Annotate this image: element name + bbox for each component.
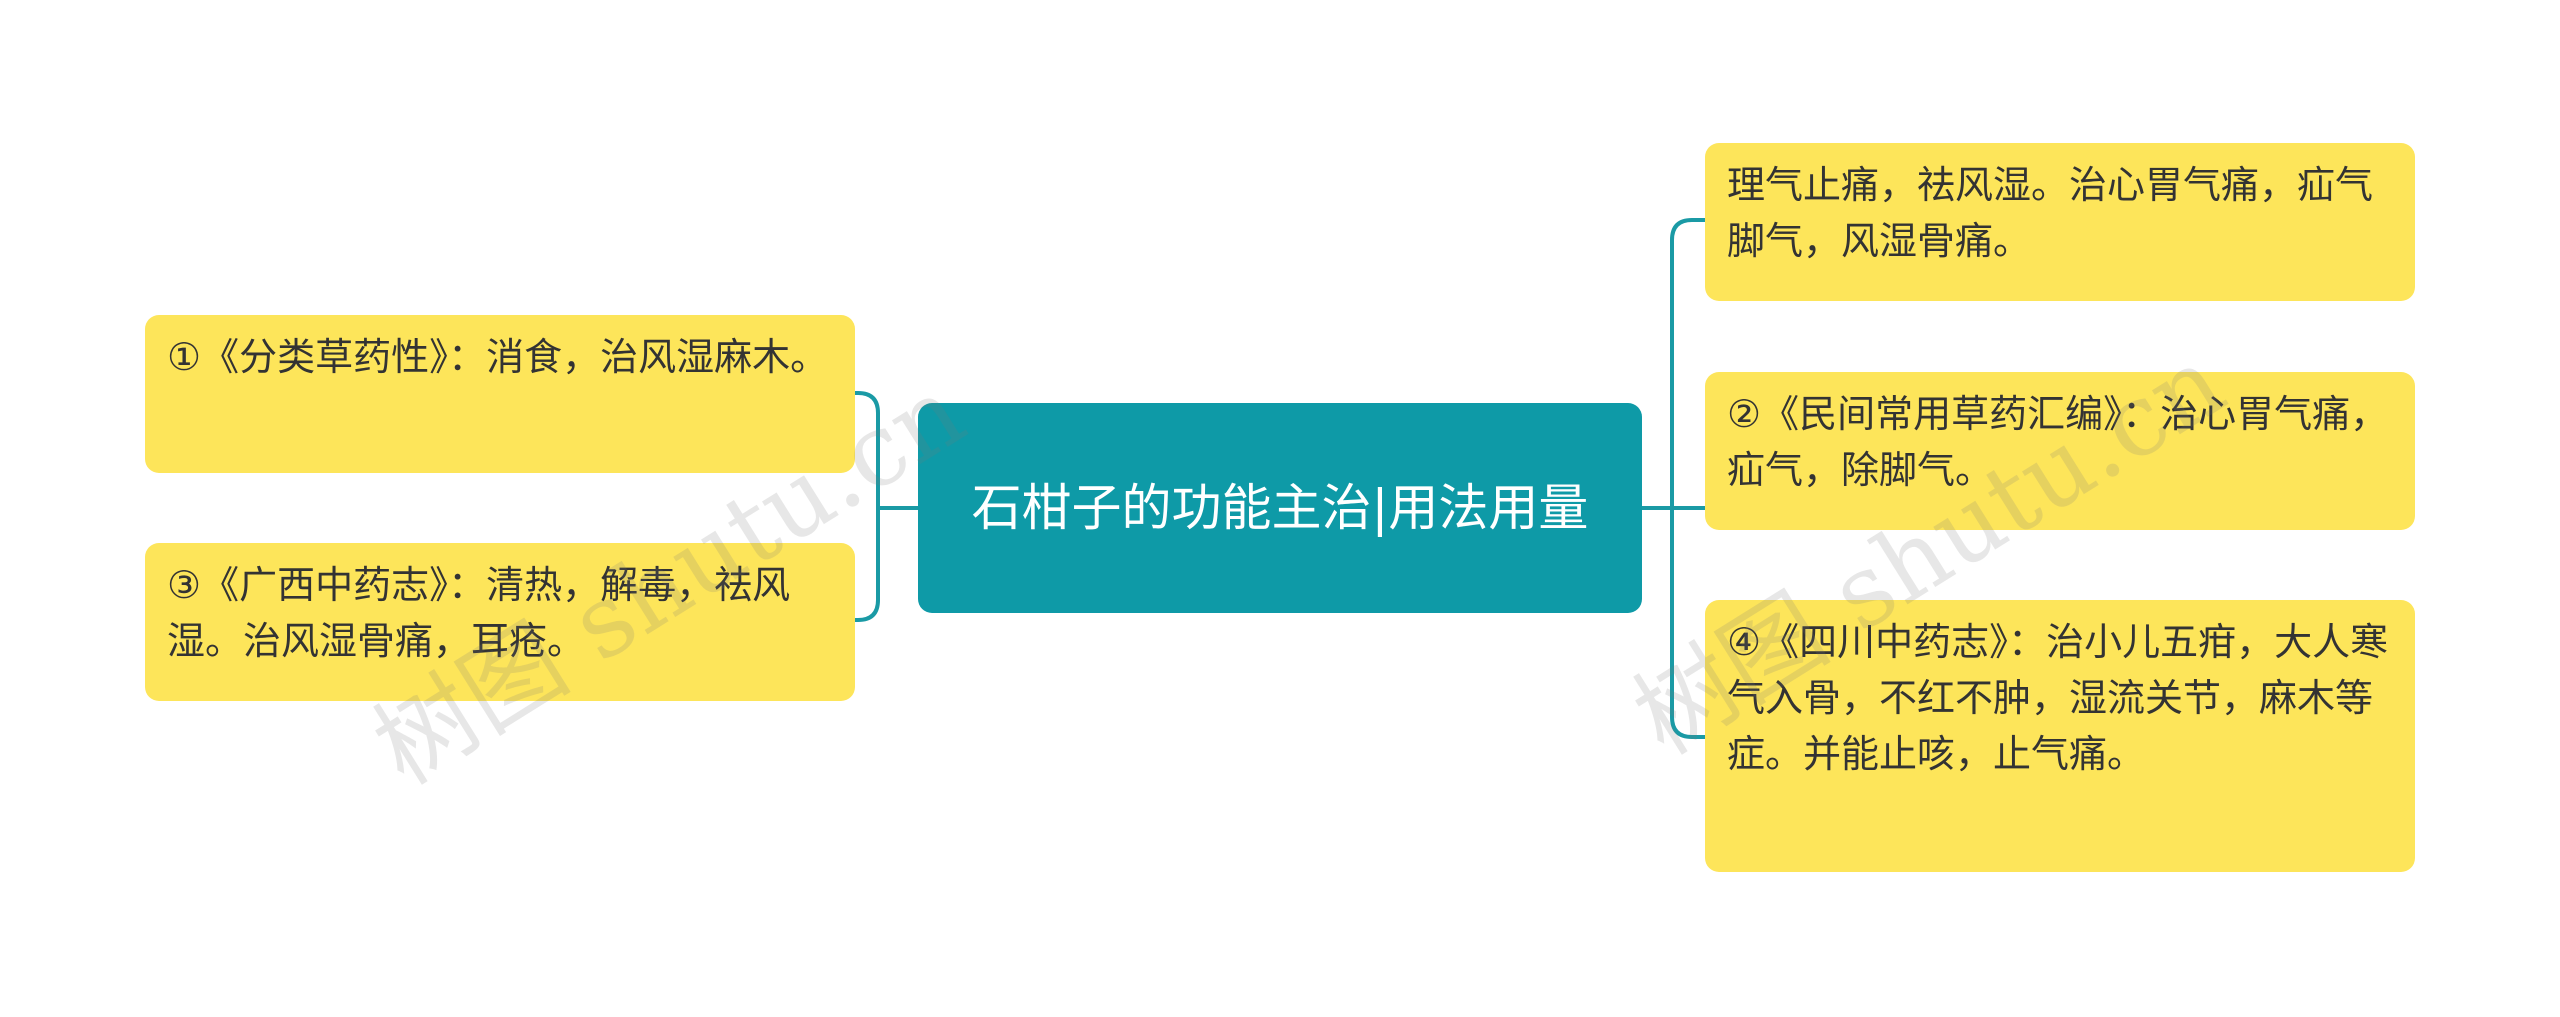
right-node-2-text: ②《民间常用草药汇编》：治心胃气痛，疝气，除脚气。 (1727, 392, 2389, 492)
right-node-1[interactable]: 理气止痛，祛风湿。治心胃气痛，疝气脚气，风湿骨痛。 (1705, 143, 2415, 301)
left-node-2[interactable]: ③《广西中药志》：清热，解毒，祛风湿。治风湿骨痛，耳疮。 (145, 543, 855, 701)
right-node-3[interactable]: ④《四川中药志》：治小儿五疳，大人寒气入骨，不红不肿，湿流关节，麻木等症。并能止… (1705, 600, 2415, 872)
root-node[interactable]: 石柑子的功能主治|用法用量 (918, 403, 1642, 613)
connector-left-1 (853, 391, 880, 510)
left-node-2-text: ③《广西中药志》：清热，解毒，祛风湿。治风湿骨痛，耳疮。 (167, 563, 791, 663)
connector-left-2 (853, 506, 880, 622)
right-node-3-text: ④《四川中药志》：治小儿五疳，大人寒气入骨，不红不肿，湿流关节，麻木等症。并能止… (1727, 620, 2389, 776)
left-node-1-text: ①《分类草药性》：消食，治风湿麻木。 (167, 335, 829, 379)
connector-right-1 (1670, 218, 1707, 510)
right-node-2[interactable]: ②《民间常用草药汇编》：治心胃气痛，疝气，除脚气。 (1705, 372, 2415, 530)
root-node-text: 石柑子的功能主治|用法用量 (971, 479, 1589, 537)
right-node-1-text: 理气止痛，祛风湿。治心胃气痛，疝气脚气，风湿骨痛。 (1727, 163, 2374, 263)
connector-right-3 (1670, 506, 1707, 739)
left-node-1[interactable]: ①《分类草药性》：消食，治风湿麻木。 (145, 315, 855, 473)
